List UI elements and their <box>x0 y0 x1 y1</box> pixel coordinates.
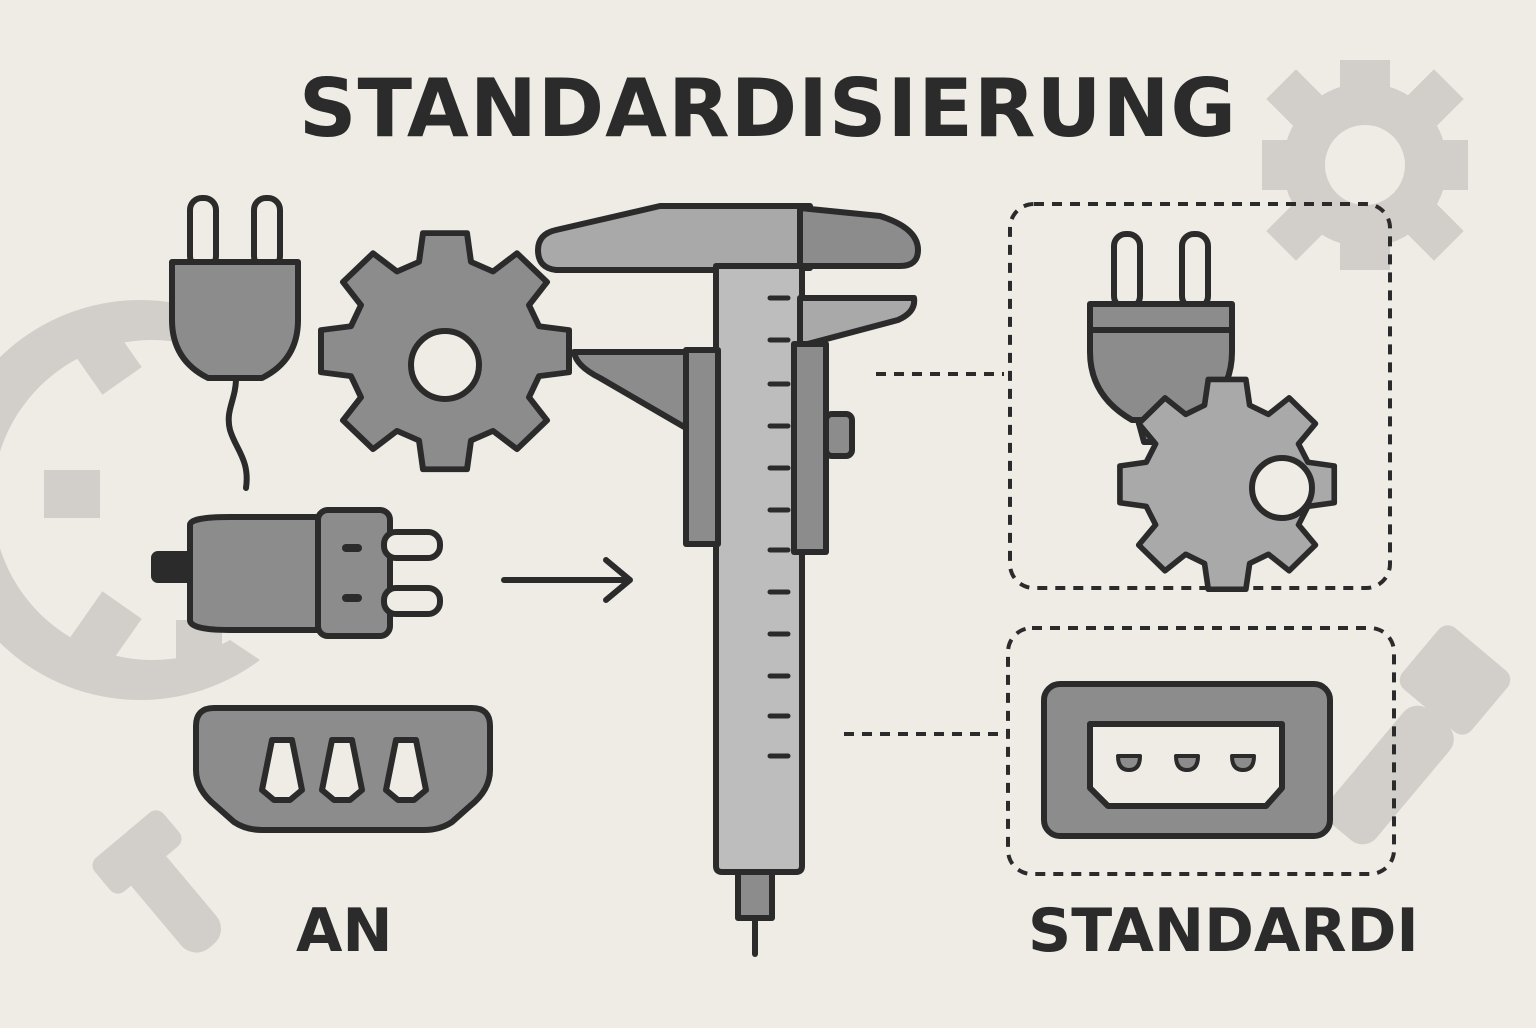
right-label: STANDARDI <box>1028 896 1419 966</box>
connector-lines <box>844 372 1004 736</box>
standard-frames <box>1006 202 1396 876</box>
socket-icon <box>193 705 493 833</box>
watermark-wrench-icon <box>92 810 222 953</box>
frame-top <box>1008 202 1392 590</box>
watermark-layer <box>0 60 1511 953</box>
adapter-plug-icon <box>151 507 443 639</box>
arrow-right-icon <box>501 557 633 603</box>
standard-socket-icon <box>1041 681 1333 839</box>
left-label: AN <box>296 896 393 966</box>
gear-icon <box>318 230 572 473</box>
frame-bottom <box>1006 626 1396 876</box>
standard-gear-icon <box>1117 376 1338 592</box>
page-title: STANDARDISIERUNG <box>298 62 1238 155</box>
plug-icon <box>169 195 301 491</box>
caliper-scale <box>767 295 791 759</box>
watermark-gear-right-icon <box>1262 60 1468 270</box>
caliper-icon <box>535 203 921 957</box>
watermark-bolt-icon <box>1326 625 1511 845</box>
